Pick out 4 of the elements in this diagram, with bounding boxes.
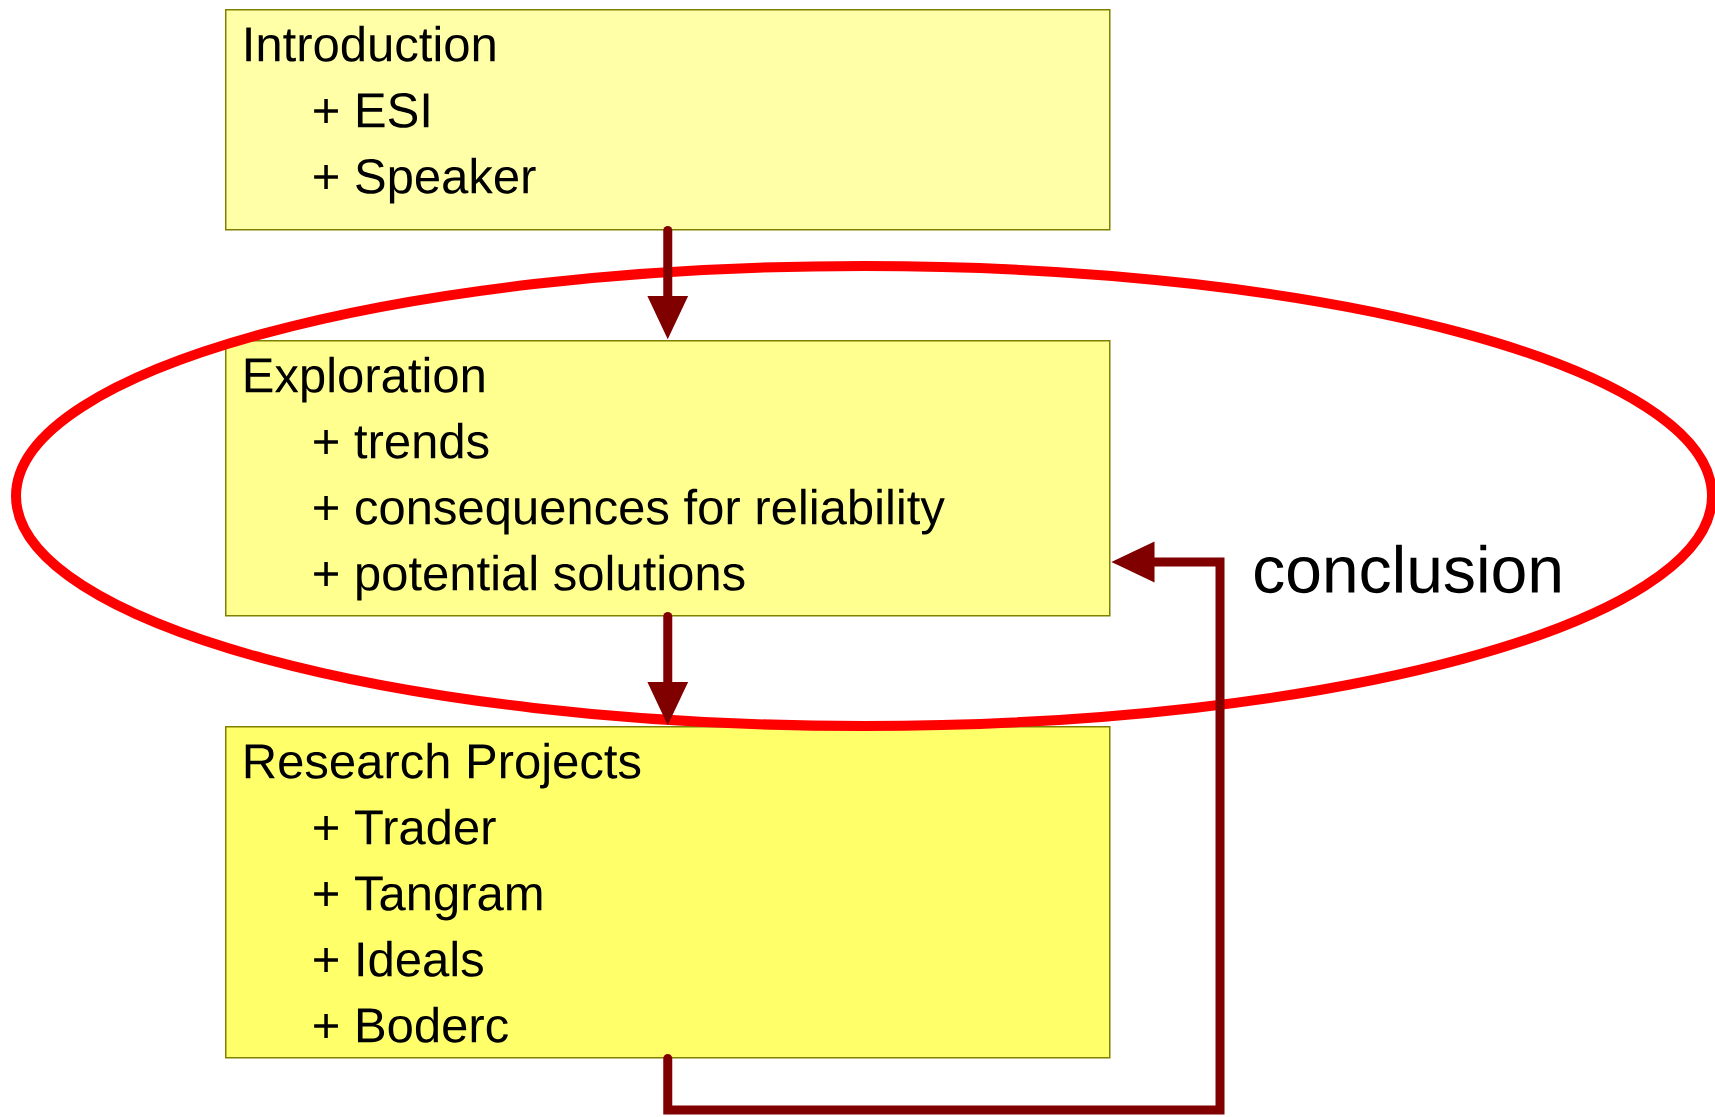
text-box: Exploration + trends + consequences for reliability + potential solutions <box>225 340 1111 617</box>
text-box: Introduction + ESI + Speaker <box>225 9 1111 231</box>
edge-label: conclusion <box>1255 544 1560 594</box>
text-box: Research Projects + Trader + Tangram + Ideals + Boderc <box>225 726 1111 1059</box>
